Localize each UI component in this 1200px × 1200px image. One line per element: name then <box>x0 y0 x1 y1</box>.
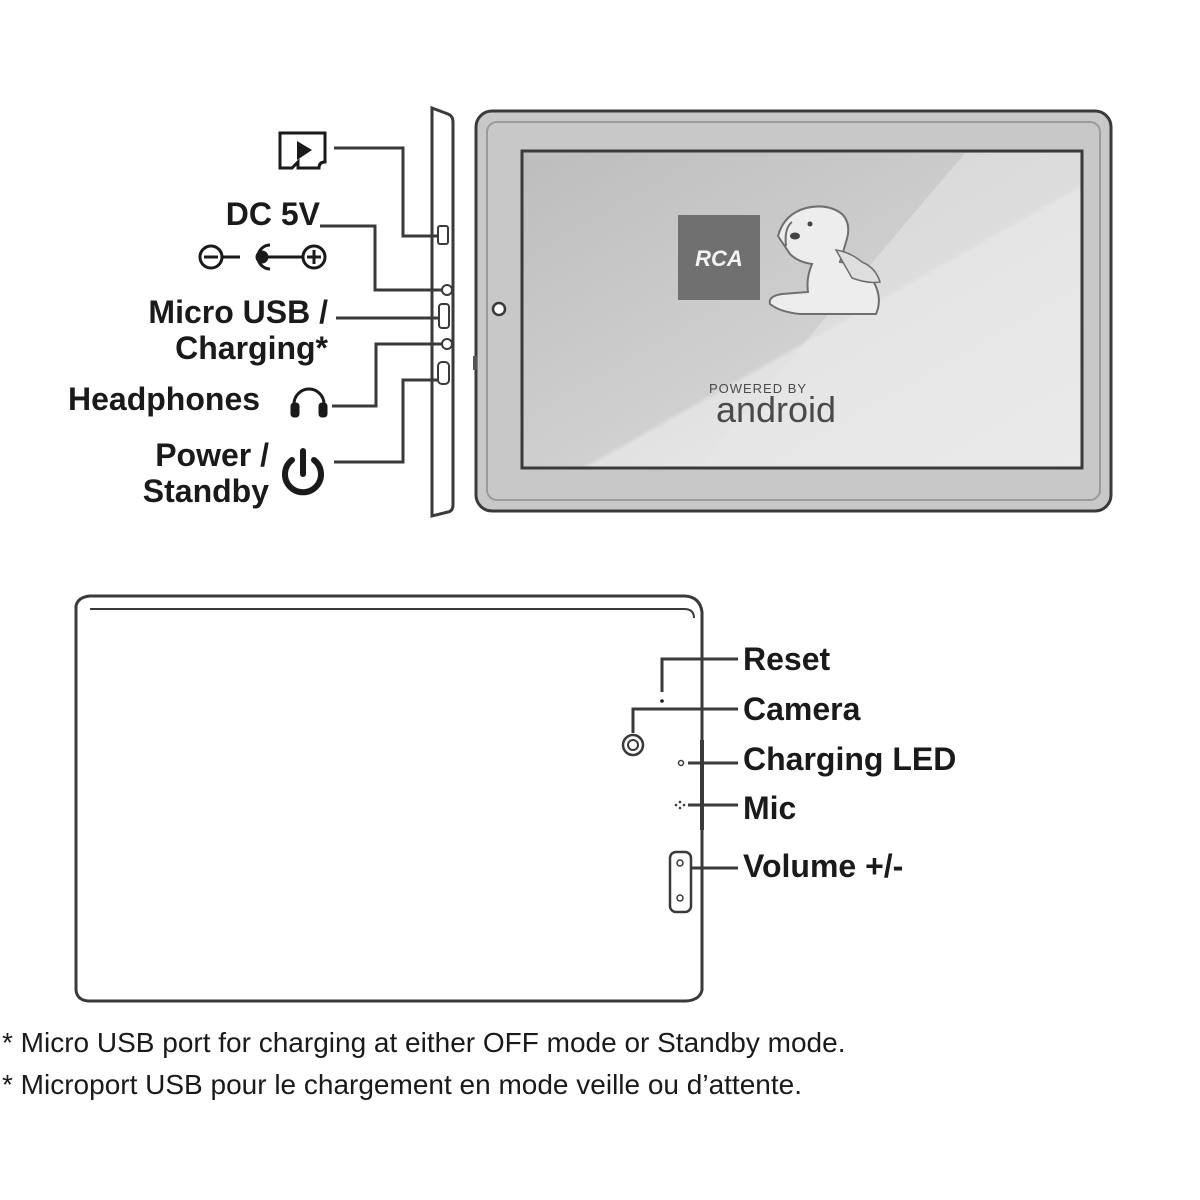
powered-by-text: POWERED BY <box>709 381 807 396</box>
footnote-french: * Microport USB pour le chargement en mo… <box>2 1069 802 1100</box>
android-logo-text: android <box>716 389 836 430</box>
volume-rocker <box>668 850 693 914</box>
headphone-jack <box>441 338 453 350</box>
micro-usb-port <box>438 303 450 329</box>
camera-label: Camera <box>743 691 861 727</box>
footnote-english: * Micro USB port for charging at either … <box>2 1027 846 1058</box>
front-leader-lines <box>320 146 442 464</box>
power-icon <box>282 448 324 496</box>
mic-label: Mic <box>743 790 797 826</box>
tablet-back-view <box>74 594 704 1003</box>
headphones-icon <box>290 387 328 418</box>
power-label: Power / <box>155 437 269 473</box>
micro-usb-label: Micro USB / <box>148 294 328 330</box>
headphones-label: Headphones <box>68 381 261 417</box>
tablet-side-view <box>430 105 455 518</box>
rca-logo <box>678 215 760 300</box>
reset-hole <box>660 699 664 703</box>
volume-label: Volume +/- <box>743 848 904 884</box>
mic-hole <box>674 800 686 810</box>
dc-polarity-icon <box>198 243 327 271</box>
charging-led-label: Charging LED <box>743 741 957 777</box>
charging-led <box>677 759 685 767</box>
dc-jack <box>441 284 453 296</box>
reset-label: Reset <box>743 641 831 677</box>
tablet-front-view: RCA POWERED BY android <box>473 109 1113 513</box>
dc-5v-label: DC 5V <box>225 196 320 232</box>
back-leader-lines <box>631 657 738 870</box>
microsd-card-icon <box>278 131 327 170</box>
charging-label: Charging* <box>175 330 328 366</box>
standby-label: Standby <box>142 473 269 509</box>
microsd-slot <box>437 225 449 245</box>
front-camera <box>491 301 507 317</box>
power-button-side <box>437 361 450 385</box>
rca-logo-text: RCA <box>695 246 743 271</box>
dog-illustration <box>768 205 881 315</box>
